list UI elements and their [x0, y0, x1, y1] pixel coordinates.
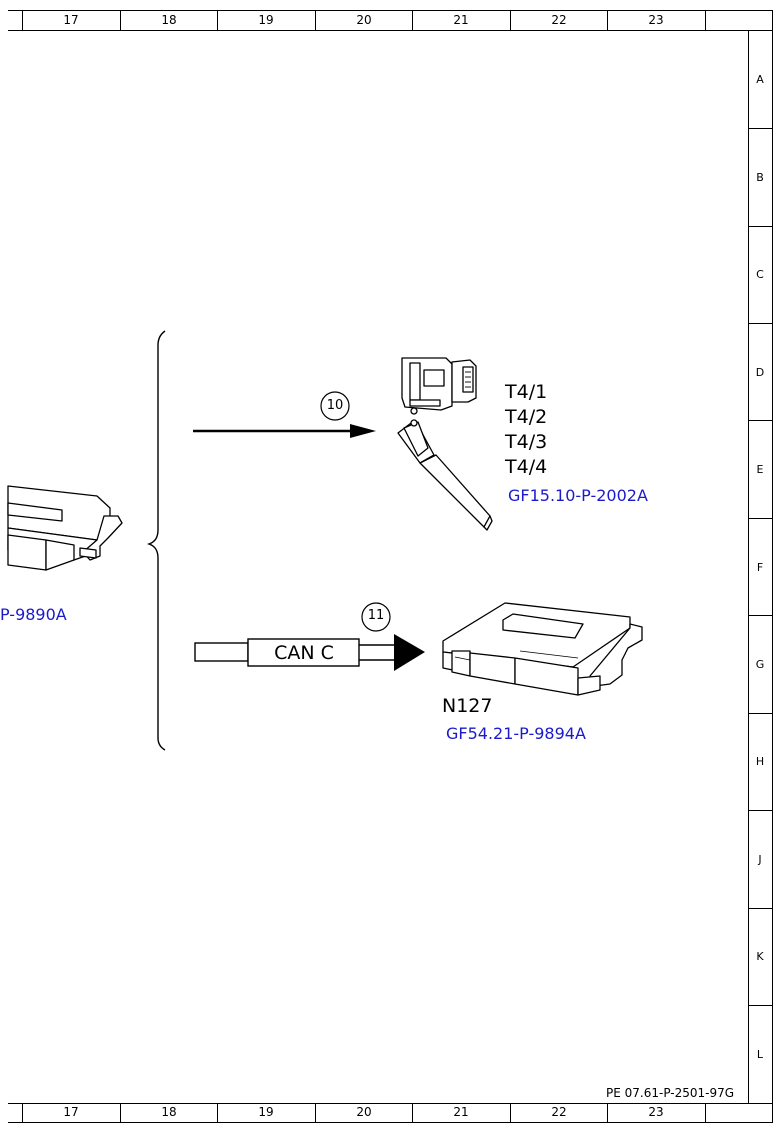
row-label-a: A	[756, 73, 764, 86]
callout-number-11: 11	[367, 608, 385, 623]
column-label-21-bottom: 21	[453, 1105, 469, 1119]
component-label-n127: N127	[442, 695, 493, 717]
row-label-k: K	[756, 950, 764, 963]
signal-arrow-10	[193, 424, 376, 438]
pin-label-t4-3: T4/3	[505, 431, 548, 453]
link-sensor-document[interactable]: GF15.10-P-2002A	[508, 486, 648, 505]
row-label-f: F	[756, 561, 764, 574]
pin-label-t4-4: T4/4	[505, 456, 548, 478]
row-label-b: B	[756, 171, 764, 184]
grouping-brace	[146, 330, 166, 751]
pin-label-t4-1: T4/1	[505, 381, 548, 403]
column-label-18-bottom: 18	[161, 1105, 177, 1119]
column-label-19-bottom: 19	[258, 1105, 274, 1119]
column-label-19-top: 19	[258, 13, 274, 27]
column-label-17-bottom: 17	[63, 1105, 79, 1119]
partial-control-module-shape	[7, 485, 123, 571]
row-label-g: G	[755, 658, 765, 671]
row-label-h: H	[755, 755, 765, 768]
link-control-module-document[interactable]: GF54.21-P-9894A	[446, 724, 586, 743]
callout-circle-10	[320, 391, 350, 421]
column-label-18-top: 18	[161, 13, 177, 27]
sensor-connector-shape	[397, 357, 493, 531]
column-label-21-top: 21	[453, 13, 469, 27]
column-label-20-bottom: 20	[356, 1105, 372, 1119]
sheet-reference: PE 07.61-P-2501-97G	[606, 1086, 735, 1100]
can-bus-label: CAN C	[274, 642, 334, 664]
row-label-j: J	[758, 853, 762, 866]
callout-circle-11	[361, 602, 391, 632]
column-label-23-top: 23	[648, 13, 664, 27]
link-partial-module[interactable]: P-9890A	[0, 605, 67, 624]
can-bus-arrowhead	[394, 634, 425, 671]
callout-number-10: 10	[326, 398, 344, 413]
column-label-20-top: 20	[356, 13, 372, 27]
row-label-d: D	[755, 366, 765, 379]
pin-label-t4-2: T4/2	[505, 406, 548, 428]
row-label-e: E	[756, 463, 764, 476]
column-label-23-bottom: 23	[648, 1105, 664, 1119]
column-label-22-top: 22	[551, 13, 567, 27]
column-label-17-top: 17	[63, 13, 79, 27]
control-module-n127-shape	[442, 602, 643, 696]
column-label-22-bottom: 22	[551, 1105, 567, 1119]
row-label-c: C	[756, 268, 764, 281]
can-bus-cable	[194, 638, 396, 667]
row-label-l: L	[756, 1048, 764, 1061]
